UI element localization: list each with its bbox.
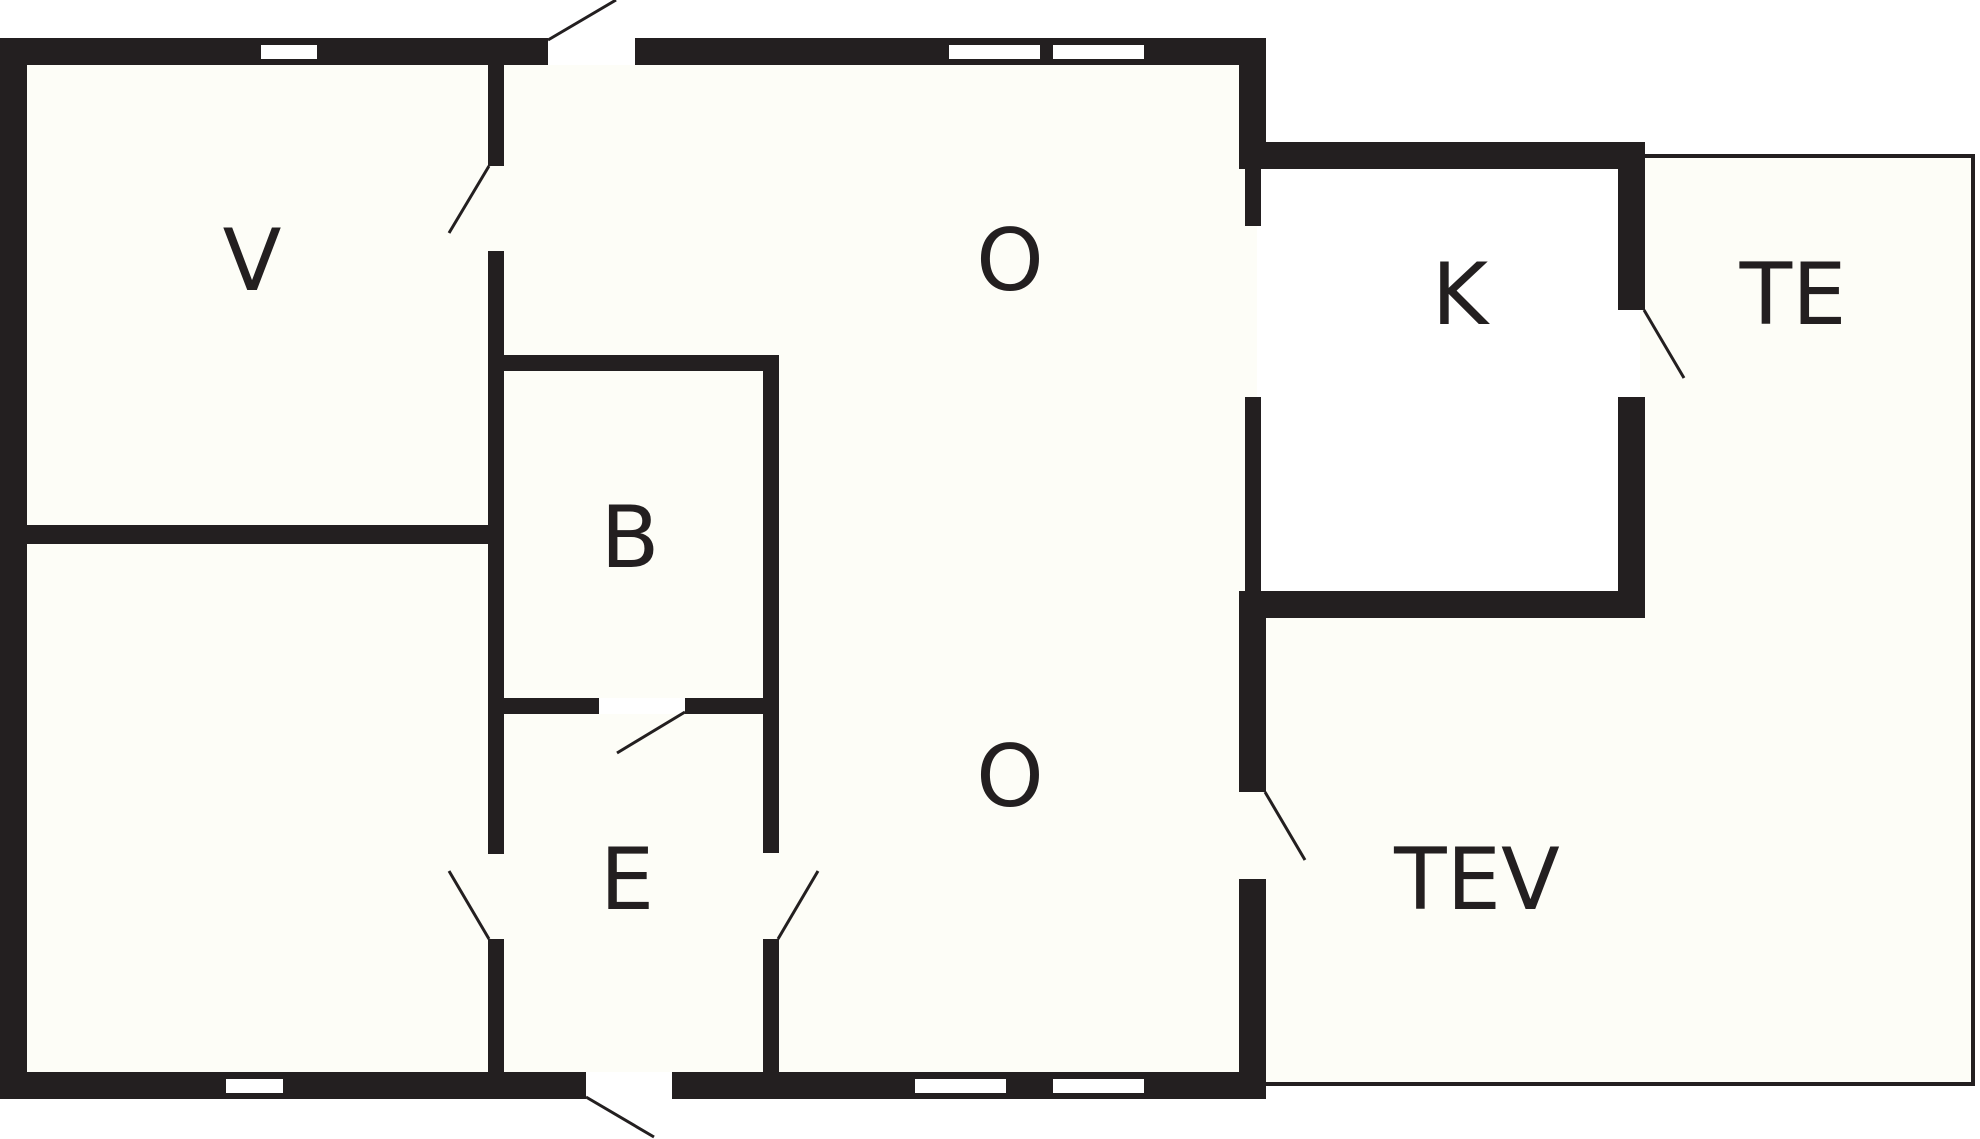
wall-left — [0, 38, 27, 1099]
door-opening-top — [548, 38, 635, 65]
wall-v-right-bottom — [488, 939, 504, 1087]
wall-k-top — [1239, 142, 1645, 169]
room-label-o-upper: O — [976, 211, 1044, 311]
door-swing-v-lower — [447, 870, 491, 940]
door-swing-bottom — [585, 1095, 655, 1139]
window-o-top-b — [1053, 45, 1144, 59]
wall-b-right-lower — [763, 939, 779, 1087]
exterior-walls — [0, 38, 1645, 1099]
room-label-v: V — [223, 211, 282, 311]
room-label-b: B — [601, 488, 660, 588]
interior-walls — [13, 53, 1261, 1087]
door-opening-bottom — [586, 1072, 672, 1099]
door-swing-k-te — [1642, 309, 1686, 379]
room-label-e: E — [600, 830, 654, 930]
window-o-bottom-a — [915, 1079, 1006, 1093]
door-swing-e — [776, 870, 820, 940]
wall-b-right-upper — [763, 355, 779, 853]
door-opening-b — [599, 698, 685, 714]
window-v-top — [261, 45, 317, 59]
wall-v-right-mid — [488, 251, 504, 854]
wall-k-right-lower — [1618, 397, 1645, 618]
wall-k-left-upper — [1245, 168, 1261, 226]
window-v-bottom — [226, 1079, 283, 1093]
room-label-te: TE — [1739, 245, 1847, 345]
door-swing-top — [547, 0, 617, 42]
windows — [226, 45, 1144, 1093]
door-swing-tev — [1263, 791, 1307, 861]
floor-terrace-upper — [1640, 154, 1973, 614]
floor-main-house — [13, 53, 1257, 1086]
wall-v-divider — [13, 525, 504, 544]
room-label-k: K — [1432, 245, 1491, 345]
door-openings — [548, 38, 685, 1099]
room-label-o-lower: O — [976, 727, 1044, 827]
wall-o-right-lower-b — [1239, 879, 1266, 1099]
terrace-outlines — [1266, 154, 1975, 1086]
door-swing-v-upper — [447, 165, 491, 234]
floor-areas — [13, 53, 1973, 1086]
terrace-outline-te — [1266, 154, 1975, 1086]
wall-b-top — [488, 355, 779, 371]
wall-b-bottom-left — [488, 698, 599, 714]
room-labels: V O K TE B O E TEV — [223, 211, 1847, 930]
floor-terrace-lower — [1257, 600, 1973, 1086]
room-label-tev: TEV — [1393, 830, 1560, 930]
wall-o-right-lower-a — [1239, 591, 1266, 792]
door-swings — [447, 0, 1686, 1139]
wall-b-bottom-right — [685, 698, 779, 714]
wall-v-right-top — [488, 53, 504, 166]
door-swing-b — [616, 710, 686, 755]
window-o-top-a — [949, 45, 1040, 59]
window-o-bottom-b — [1053, 1079, 1144, 1093]
wall-k-bottom — [1239, 591, 1645, 618]
wall-k-right-upper — [1618, 142, 1645, 310]
wall-k-left-lower — [1245, 397, 1261, 591]
